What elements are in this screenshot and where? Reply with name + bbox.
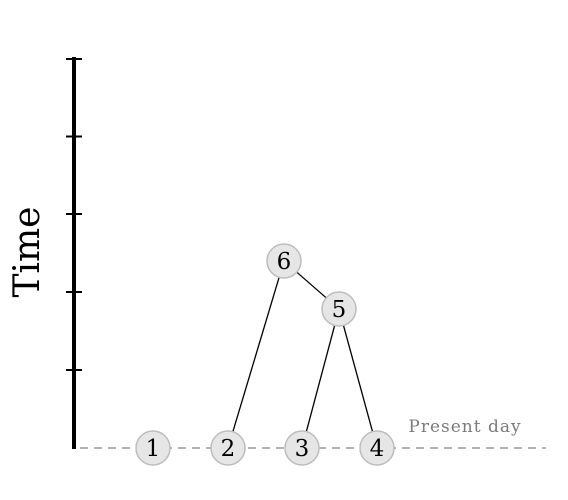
present-day-label: Present day — [408, 417, 521, 437]
edge-6-5 — [296, 271, 327, 299]
node-circle — [210, 430, 246, 466]
node-circle — [266, 243, 302, 279]
node-label: 1 — [146, 436, 161, 462]
tree-edges — [232, 271, 374, 432]
node-circle — [284, 430, 320, 466]
node-label: 5 — [332, 297, 347, 323]
node-3: 3 — [284, 430, 320, 466]
node-6: 6 — [266, 243, 302, 279]
node-circle — [135, 430, 171, 466]
tree-nodes: 1 2 3 4 5 6 — [135, 243, 395, 466]
node-5: 5 — [321, 291, 357, 327]
node-label: 2 — [221, 436, 236, 462]
node-1: 1 — [135, 430, 171, 466]
node-circle — [359, 430, 395, 466]
node-circle — [321, 291, 357, 327]
edge-6-2 — [232, 277, 280, 432]
time-axis: Time — [7, 57, 82, 449]
time-axis-label: Time — [7, 207, 48, 298]
node-label: 6 — [277, 249, 292, 275]
edge-5-4 — [342, 325, 374, 432]
node-2: 2 — [210, 430, 246, 466]
edge-5-3 — [305, 325, 336, 432]
node-label: 4 — [370, 436, 385, 462]
node-4: 4 — [359, 430, 395, 466]
node-label: 3 — [295, 436, 310, 462]
